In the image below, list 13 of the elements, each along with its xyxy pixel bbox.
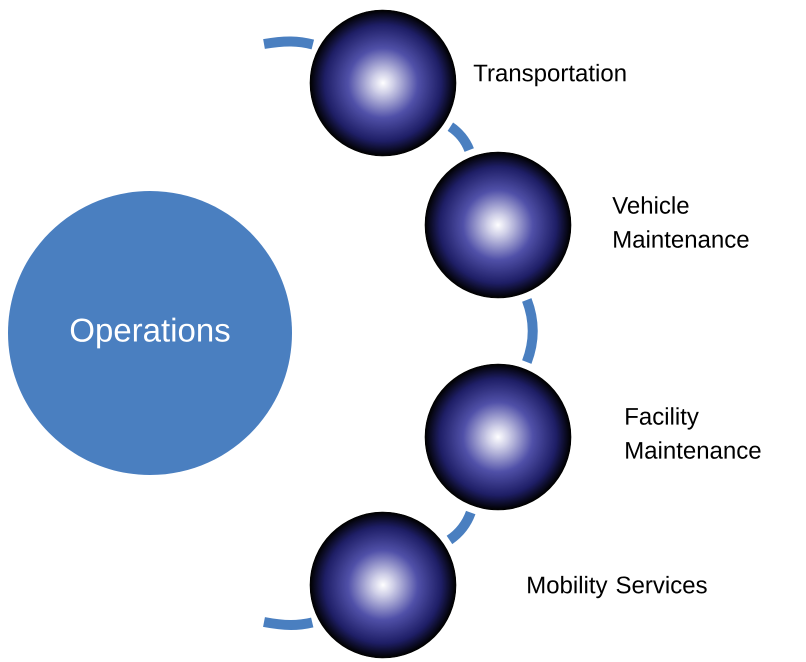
sphere <box>310 512 456 658</box>
arc-segment <box>448 122 474 152</box>
arc-segment <box>263 617 314 630</box>
arc-segment <box>263 36 314 50</box>
sphere-label: Transportation <box>474 64 626 86</box>
sphere-label: Facility Maintenance <box>626 407 761 459</box>
sphere <box>310 10 456 156</box>
sphere-label: Mobility Services <box>528 576 707 598</box>
sphere <box>424 152 572 298</box>
arc-segment <box>446 510 476 544</box>
sphere <box>424 364 572 510</box>
arc-segment <box>522 298 538 364</box>
sphere-label: Vehicle Maintenance <box>612 196 749 248</box>
